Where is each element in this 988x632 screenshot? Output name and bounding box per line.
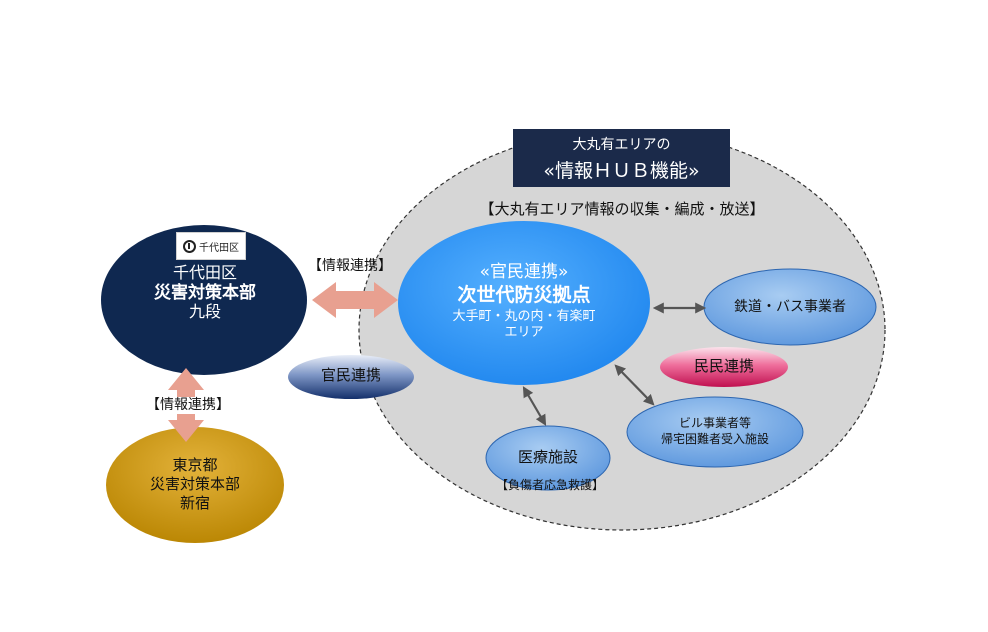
- center-hub-text: «官民連携» 次世代防災拠点 大手町・丸の内・有楽町 エリア: [416, 262, 632, 340]
- connector-center-building: [614, 364, 655, 406]
- center-line1: «官民連携»: [479, 262, 569, 282]
- medical-label: 医療施設: [517, 448, 578, 466]
- building-node-text: ビル事業者等 帰宅困難者受入施設: [630, 416, 800, 447]
- tokyo-hq-text: 東京都 災害対策本部 新宿: [110, 456, 280, 512]
- chiyoda-line1: 千代田区: [172, 263, 237, 282]
- center-hub-ellipse: [398, 221, 650, 385]
- medical-node-ellipse: [485, 425, 611, 491]
- hub-subtitle: 【大丸有エリア情報の収集・編成・放送】: [479, 200, 765, 218]
- info-link-vertical-label: 【情報連携】: [128, 397, 248, 414]
- chiyoda-emblem-icon: [183, 239, 196, 253]
- tokyo-hq-ellipse: [106, 427, 284, 543]
- chiyoda-logo: 千代田区: [176, 232, 246, 260]
- building-node-ellipse: [626, 396, 804, 468]
- kanmin-label: 官民連携: [320, 366, 381, 384]
- building-line1: ビル事業者等: [678, 416, 751, 430]
- info-link-horizontal-arrow: [312, 282, 398, 318]
- hub-title-box: 大丸有エリアの «情報ＨＵＢ機能»: [513, 129, 730, 187]
- minmin-pill: [660, 347, 788, 387]
- center-line3: 大手町・丸の内・有楽町: [452, 309, 596, 325]
- railway-label: 鉄道・バス事業者: [734, 299, 846, 315]
- kanmin-pill: [288, 355, 414, 399]
- minmin-label: 民民連携: [693, 357, 754, 375]
- chiyoda-line3: 九段: [188, 301, 221, 321]
- tokyo-line2: 災害対策本部: [149, 474, 240, 493]
- chiyoda-logo-text: 千代田区: [199, 242, 239, 254]
- tokyo-line1: 東京都: [172, 456, 218, 474]
- hub-title-line2: «情報ＨＵＢ機能»: [543, 159, 700, 182]
- connector-center-medical: [522, 386, 547, 426]
- tokyo-line3: 新宿: [179, 493, 210, 512]
- chiyoda-hq-ellipse: [101, 225, 307, 375]
- center-line4: エリア: [504, 324, 544, 340]
- building-line2: 帰宅困難者受入施設: [660, 431, 769, 446]
- center-line2: 次世代防災拠点: [457, 284, 591, 307]
- hub-title-line1: 大丸有エリアの: [572, 136, 671, 153]
- chiyoda-line2: 災害対策本部: [154, 282, 256, 303]
- medical-caption: 【負傷者応急救護】: [495, 478, 604, 492]
- chiyoda-hq-text: 千代田区 災害対策本部 九段: [120, 263, 290, 322]
- info-link-horizontal-label: 【情報連携】: [308, 258, 392, 274]
